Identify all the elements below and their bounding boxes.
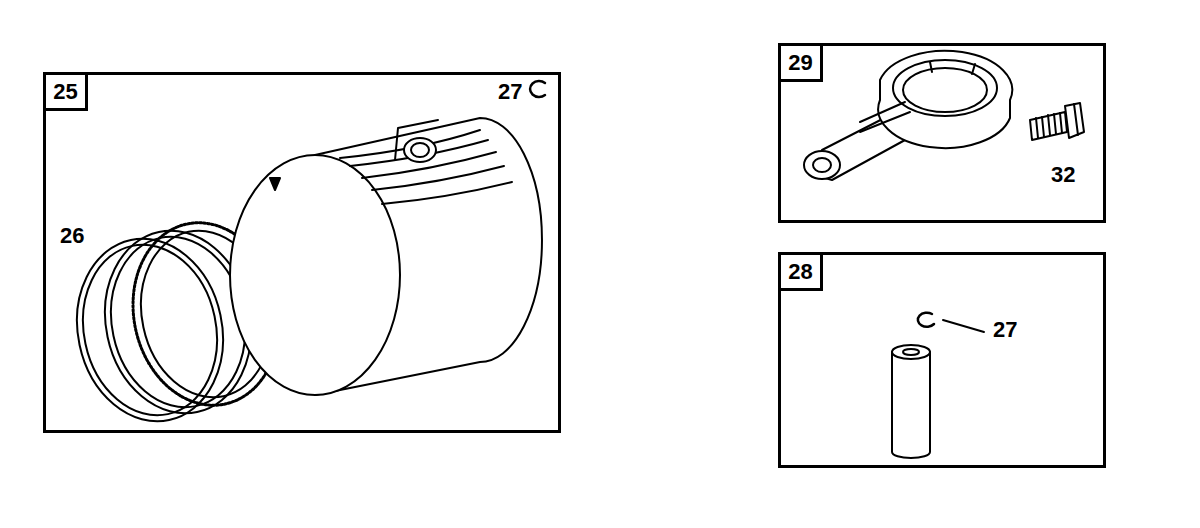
callout-number: 32 (1051, 164, 1075, 186)
callout-number: 26 (60, 225, 84, 247)
parts-box: 28 27 (778, 252, 1106, 468)
bolt (1030, 103, 1084, 140)
piston-pin (892, 345, 930, 458)
leader-line (943, 320, 984, 332)
connecting-rod (804, 51, 1012, 180)
box-number: 29 (781, 46, 823, 82)
callout-number: 27 (993, 319, 1017, 341)
retaining-clip (530, 81, 545, 97)
callout-number: 27 (498, 81, 522, 103)
box-number: 25 (46, 75, 88, 111)
box-number: 28 (781, 255, 823, 291)
parts-box: 29 32 (778, 43, 1106, 223)
retaining-clip (918, 313, 934, 327)
parts-box: 25 27 26 (43, 72, 561, 433)
piston (230, 118, 542, 395)
